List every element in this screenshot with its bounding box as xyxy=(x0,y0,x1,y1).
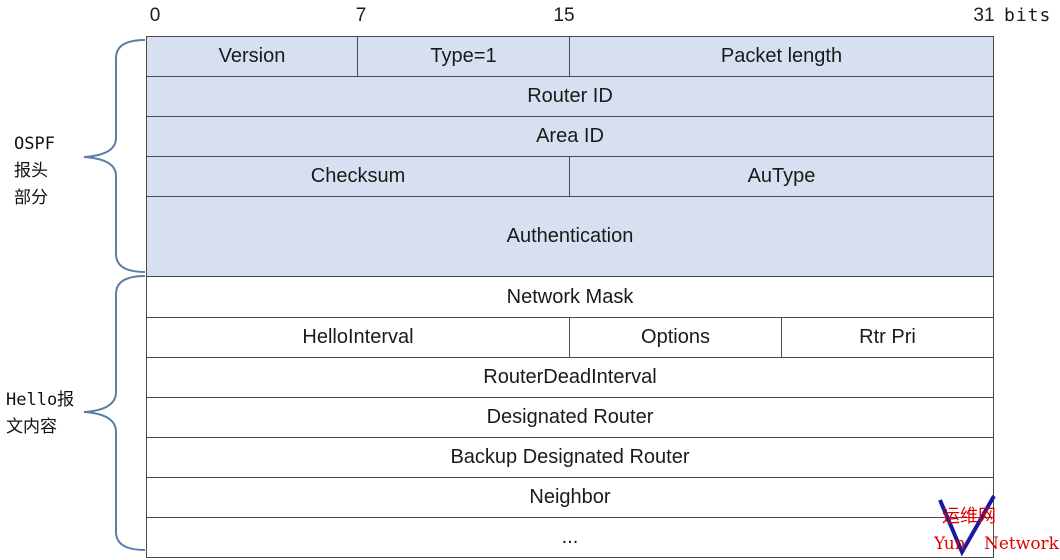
field-hellointerval: HelloInterval xyxy=(146,317,570,358)
bit-label-15: 15 xyxy=(553,5,575,26)
packet-row-2: Router ID xyxy=(146,76,994,117)
field-backup-designated-router: Backup Designated Router xyxy=(146,437,994,478)
v-logo-icon xyxy=(938,495,996,557)
field-checksum: Checksum xyxy=(146,156,570,197)
watermark-cn-text: 运维网 xyxy=(942,506,996,527)
field-type-1: Type=1 xyxy=(357,36,570,77)
field-routerdeadinterval: RouterDeadInterval xyxy=(146,357,994,398)
packet-row-6: Network Mask xyxy=(146,276,994,318)
field-packet-length: Packet length xyxy=(569,36,994,77)
field-network-mask: Network Mask xyxy=(146,276,994,318)
packet-row-11: Neighbor xyxy=(146,477,994,518)
field-authentication: Authentication xyxy=(146,196,994,277)
packet-row-8: RouterDeadInterval xyxy=(146,357,994,398)
yun-network-watermark: 运维网 Yun Network xyxy=(932,494,1060,558)
packet-row-10: Backup Designated Router xyxy=(146,437,994,478)
bit-label-0: 0 xyxy=(149,5,161,26)
watermark-yun-text: Yun xyxy=(934,534,966,554)
field-version: Version xyxy=(146,36,358,77)
watermark-network-text: Network xyxy=(984,534,1059,554)
section-braces xyxy=(83,39,146,551)
packet-row-5: Authentication xyxy=(146,196,994,277)
body-section-label: Hello报 文内容 xyxy=(6,390,75,437)
field-neighbor: Neighbor xyxy=(146,477,994,518)
field-router-id: Router ID xyxy=(146,76,994,117)
packet-row-12: ... xyxy=(146,517,994,558)
bit-label-31: 31 xyxy=(973,5,995,26)
field-options: Options xyxy=(569,317,782,358)
bit-label-7: 7 xyxy=(355,5,367,26)
bits-unit-label: bits xyxy=(1004,5,1052,26)
header-section-label: OSPF 报头 部分 xyxy=(14,134,55,208)
field-rtr-pri: Rtr Pri xyxy=(781,317,994,358)
body-brace xyxy=(83,275,146,551)
field-more-neighbors: ... xyxy=(146,517,994,558)
field-designated-router: Designated Router xyxy=(146,397,994,438)
packet-row-3: Area ID xyxy=(146,116,994,157)
field-autype: AuType xyxy=(569,156,994,197)
packet-row-9: Designated Router xyxy=(146,397,994,438)
field-area-id: Area ID xyxy=(146,116,994,157)
header-brace xyxy=(83,39,146,273)
